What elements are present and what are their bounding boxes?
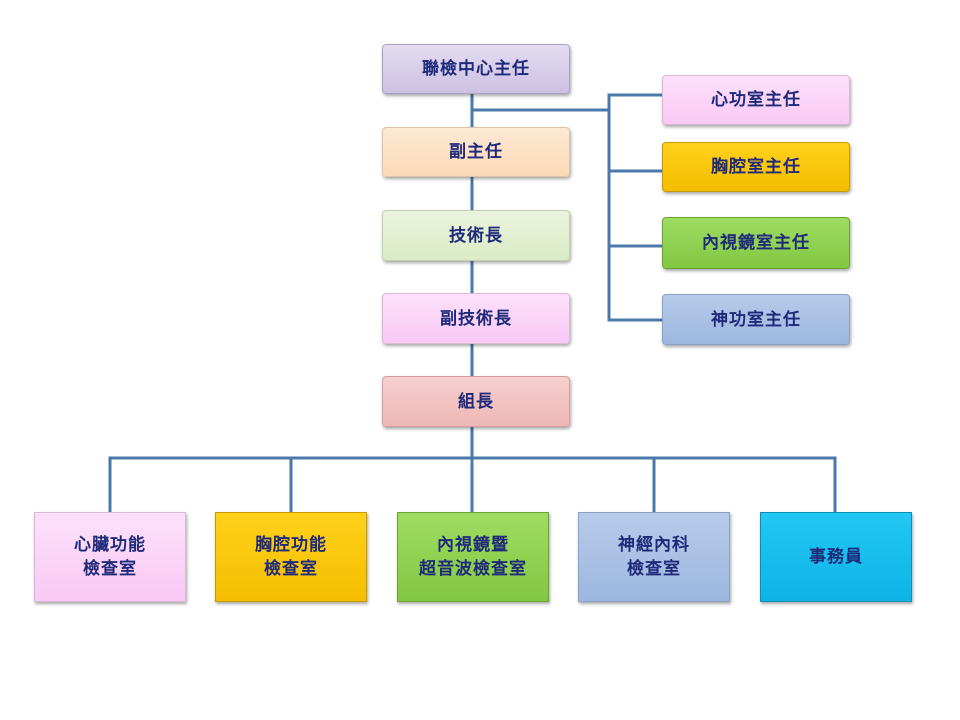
node-label: 心功室主任 [711,90,801,110]
node-endoscopy-ultrasound-lab: 內視鏡暨 超音波檢查室 [397,512,549,602]
node-label: 胸腔功能 檢查室 [255,535,327,579]
node-label: 神功室主任 [711,309,801,330]
node-clerk: 事務員 [760,512,912,602]
node-team-leader: 組長 [382,376,570,427]
node-label: 組長 [458,391,494,412]
node-technical-chief: 技術長 [382,210,570,261]
node-neurology-lab: 神經內科 檢查室 [578,512,730,602]
node-deputy-director: 副主任 [382,127,570,177]
node-endoscopy-room-head: 內視鏡室主任 [662,217,850,269]
node-label: 聯檢中心主任 [422,59,530,79]
node-center-director: 聯檢中心主任 [382,44,570,94]
node-label: 副主任 [449,142,503,162]
node-label: 內視鏡室主任 [702,233,810,253]
node-label: 內視鏡暨 超音波檢查室 [419,535,527,579]
node-label: 胸腔室主任 [711,157,801,177]
node-label: 技術長 [449,225,503,246]
node-deputy-technical-chief: 副技術長 [382,293,570,344]
node-label: 事務員 [809,547,863,567]
node-label: 心臟功能 檢查室 [74,535,146,579]
node-chest-room-head: 胸腔室主任 [662,142,850,192]
node-cardiac-function-lab: 心臟功能 檢查室 [34,512,186,602]
node-label: 副技術長 [440,308,512,329]
node-neuro-room-head: 神功室主任 [662,294,850,345]
node-label: 神經內科 檢查室 [618,535,690,579]
node-cardiac-room-head: 心功室主任 [662,75,850,125]
node-chest-function-lab: 胸腔功能 檢查室 [215,512,367,602]
